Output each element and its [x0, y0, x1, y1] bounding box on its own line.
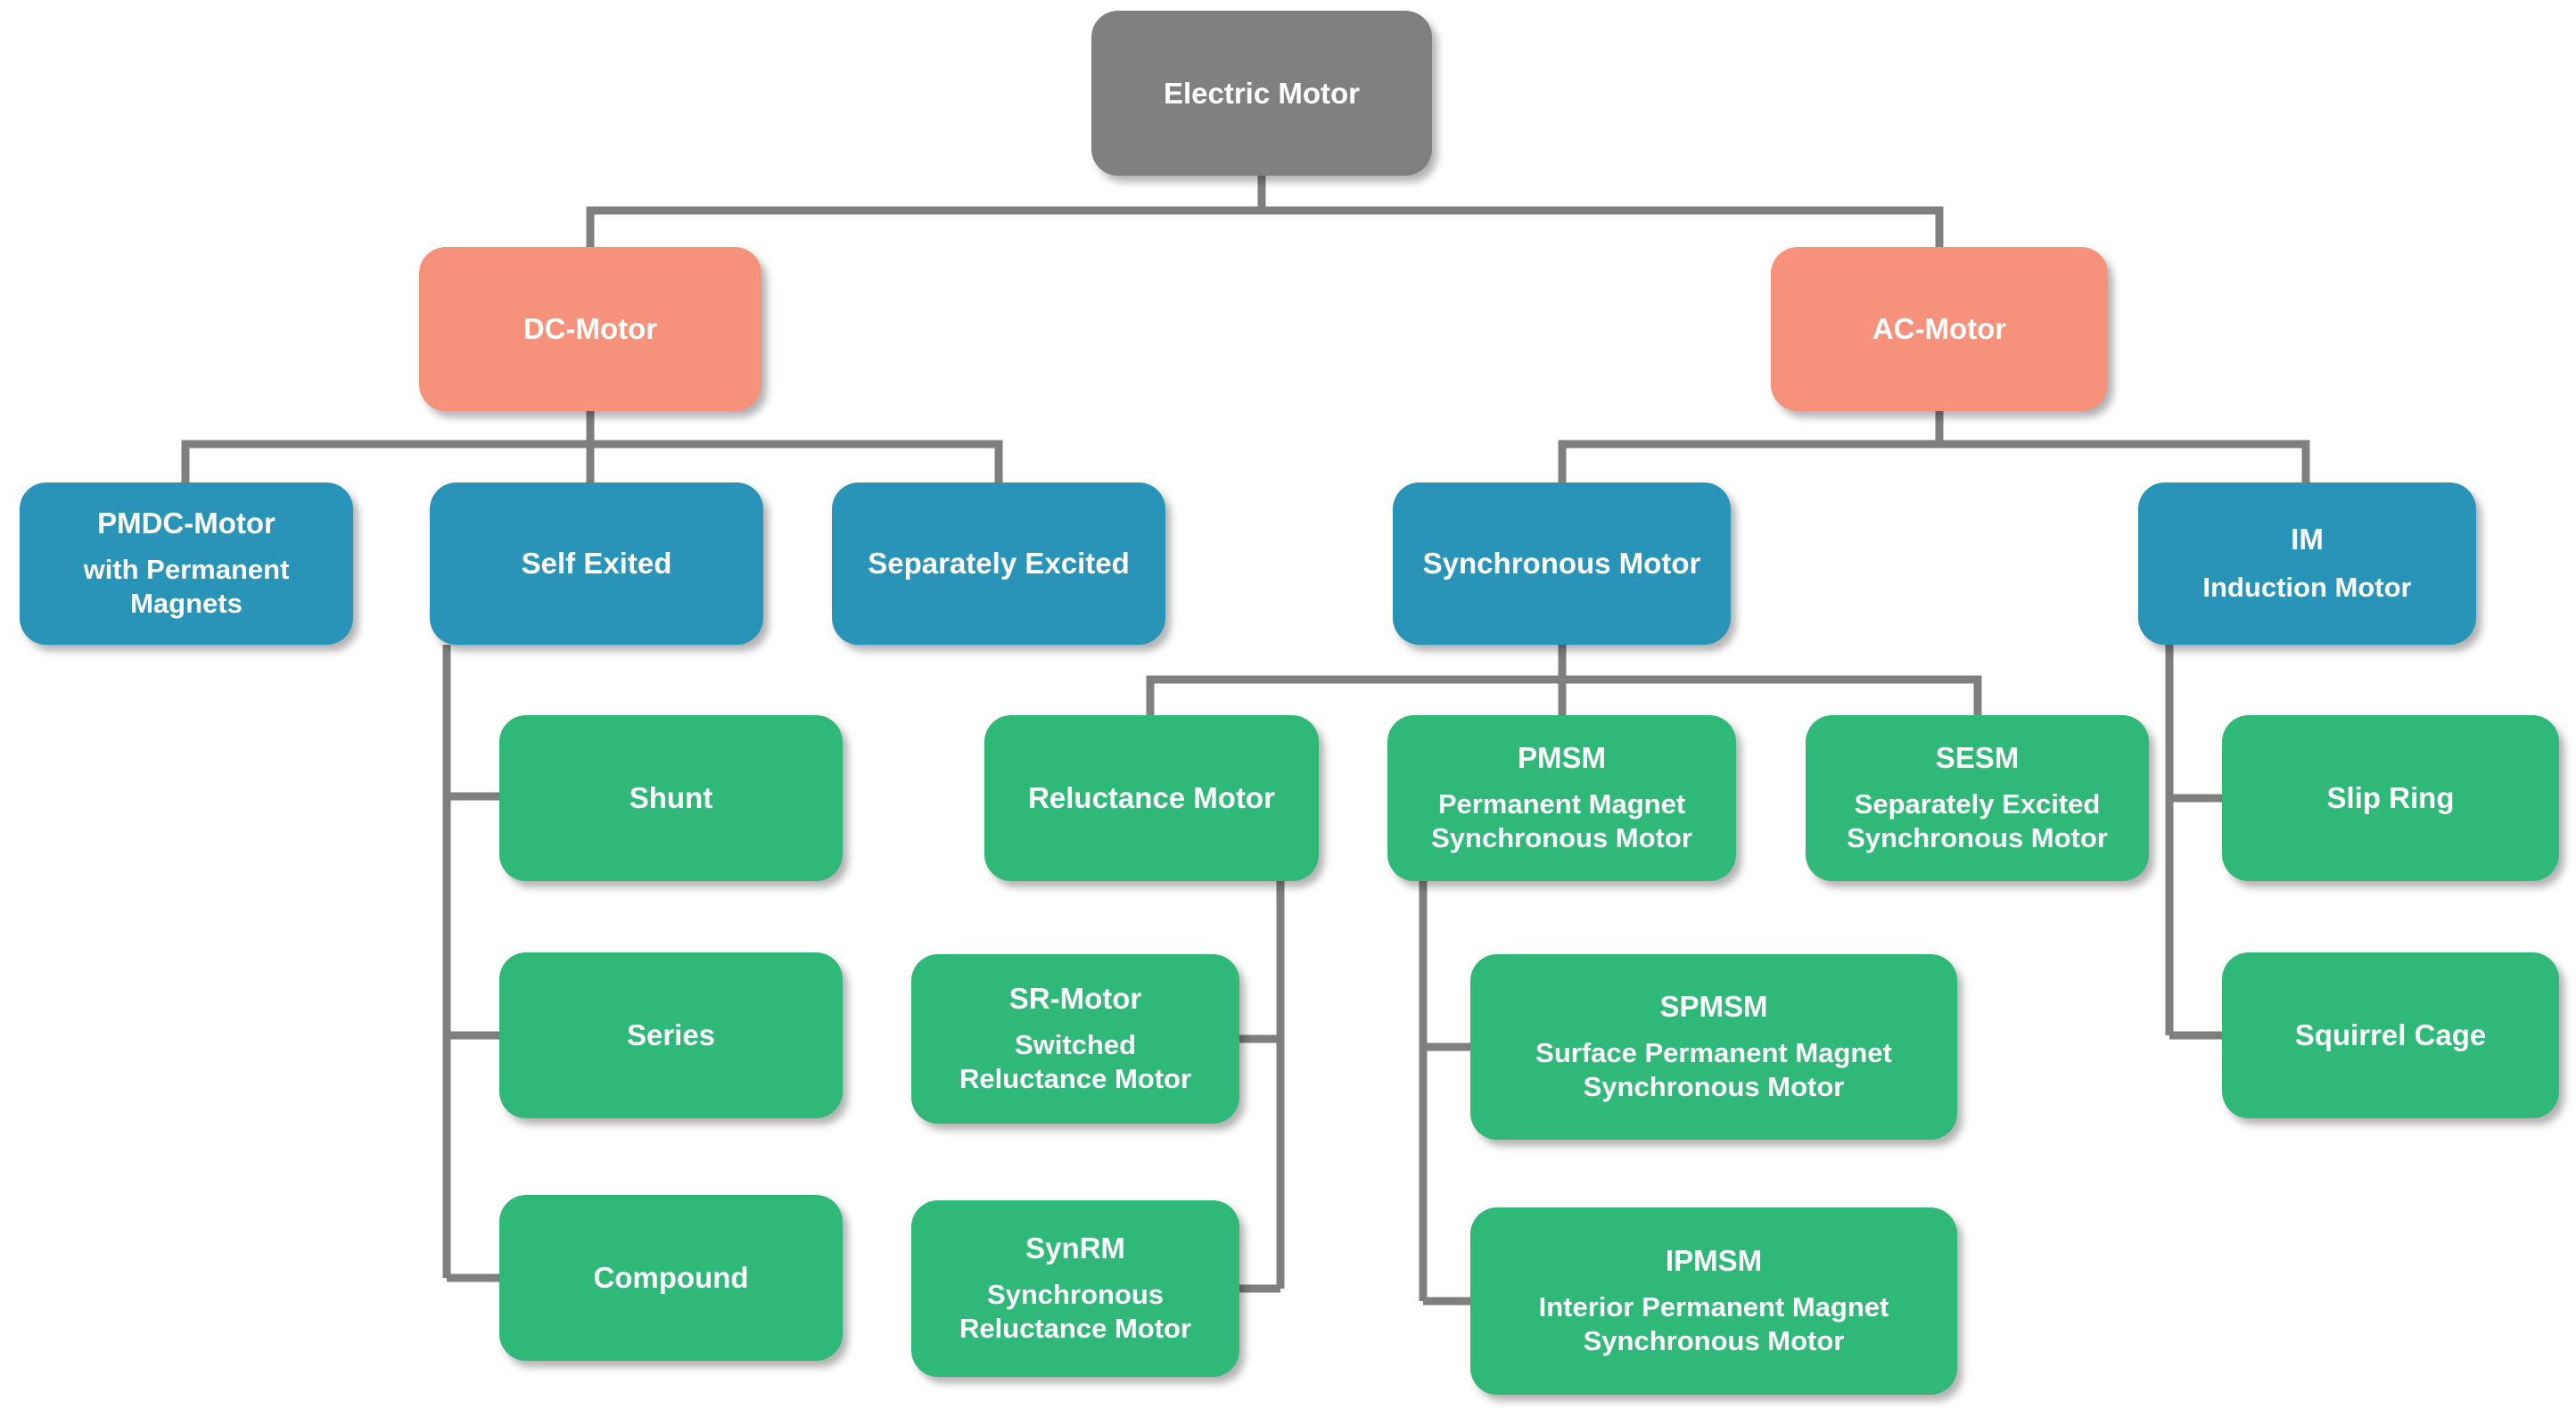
node-title: PMSM	[1518, 740, 1606, 774]
node-dc-motor: DC-Motor	[419, 247, 761, 411]
connector-root-to-dc-ac	[586, 176, 1944, 247]
node-ipmsm: IPMSM Interior Permanent Magnet Synchron…	[1470, 1207, 1957, 1395]
node-title: SynRM	[1025, 1231, 1125, 1265]
node-electric-motor: Electric Motor	[1091, 11, 1432, 176]
node-title: SR-Motor	[1008, 981, 1142, 1015]
node-subtitle: Synchronous Reluctance Motor	[959, 1278, 1192, 1345]
node-title: IM	[2291, 522, 2324, 556]
node-shunt: Shunt	[499, 715, 843, 881]
node-subtitle: Switched Reluctance Motor	[959, 1028, 1192, 1095]
node-title: Electric Motor	[1163, 76, 1361, 110]
connector-synchronous-to-children	[1146, 645, 1982, 715]
node-title: Shunt	[629, 781, 713, 815]
node-title: SESM	[1935, 740, 2020, 774]
node-subtitle: Induction Motor	[2202, 572, 2412, 604]
node-squirrel-cage: Squirrel Cage	[2222, 952, 2559, 1118]
node-induction-motor: IM Induction Motor	[2138, 482, 2476, 645]
connector-dc-to-children	[181, 411, 1003, 482]
connector-pmsm-trunk	[1419, 881, 1470, 1306]
node-title: SPMSM	[1659, 989, 1768, 1023]
node-separately-excited: Separately Excited	[832, 482, 1165, 645]
node-subtitle: with Permanent Magnets	[83, 553, 290, 620]
node-series: Series	[499, 952, 843, 1118]
connector-ac-to-children	[1558, 411, 2310, 482]
node-slip-ring: Slip Ring	[2222, 715, 2559, 881]
connector-im-trunk	[2165, 645, 2222, 1040]
node-reluctance-motor: Reluctance Motor	[984, 715, 1319, 881]
node-pmsm: PMSM Permanent Magnet Synchronous Motor	[1387, 715, 1736, 881]
node-subtitle: Permanent Magnet Synchronous Motor	[1431, 787, 1692, 854]
node-title: PMDC-Motor	[97, 506, 276, 540]
node-title: Slip Ring	[2326, 781, 2455, 815]
connector-self-excited-trunk	[442, 645, 499, 1282]
node-sesm: SESM Separately Excited Synchronous Moto…	[1806, 715, 2149, 881]
node-title: Squirrel Cage	[2294, 1018, 2487, 1052]
node-title: Compound	[593, 1261, 749, 1295]
node-title: IPMSM	[1665, 1243, 1763, 1277]
node-ac-motor: AC-Motor	[1771, 247, 2108, 411]
node-title: Series	[626, 1018, 716, 1052]
node-title: Separately Excited	[868, 547, 1130, 581]
node-spmsm: SPMSM Surface Permanent Magnet Synchrono…	[1470, 954, 1957, 1140]
node-compound: Compound	[499, 1195, 843, 1361]
node-subtitle: Surface Permanent Magnet Synchronous Mot…	[1535, 1036, 1892, 1103]
node-subtitle: Interior Permanent Magnet Synchronous Mo…	[1538, 1290, 1889, 1357]
node-pmdc-motor: PMDC-Motor with Permanent Magnets	[20, 482, 353, 645]
node-title: DC-Motor	[523, 312, 658, 346]
node-title: Reluctance Motor	[1028, 781, 1275, 815]
node-synchronous-motor: Synchronous Motor	[1393, 482, 1731, 645]
node-subtitle: Separately Excited Synchronous Motor	[1847, 787, 2108, 854]
node-title: Self Exited	[521, 547, 672, 581]
connector-reluctance-trunk	[1239, 881, 1285, 1293]
node-self-exited: Self Exited	[430, 482, 763, 645]
node-title: AC-Motor	[1872, 312, 2007, 346]
node-synrm: SynRM Synchronous Reluctance Motor	[911, 1200, 1239, 1377]
node-sr-motor: SR-Motor Switched Reluctance Motor	[911, 954, 1239, 1124]
node-title: Synchronous Motor	[1422, 547, 1701, 581]
